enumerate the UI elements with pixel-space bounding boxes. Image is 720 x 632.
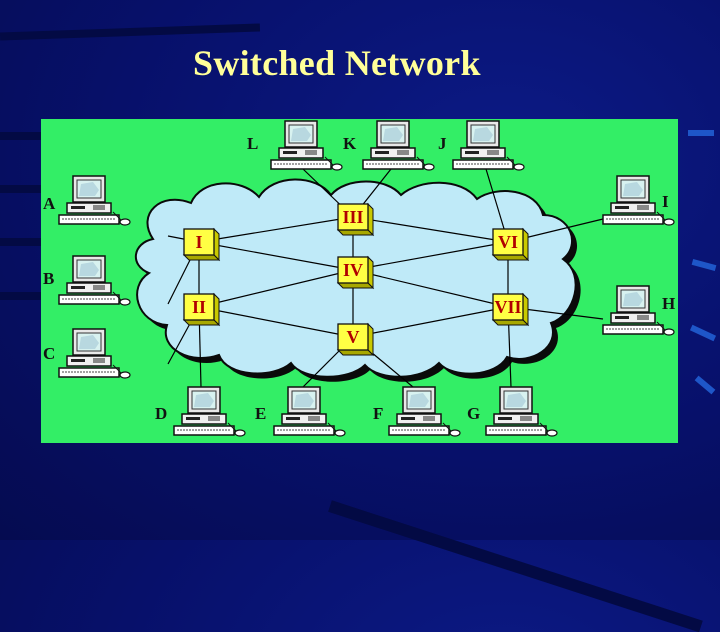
computer-icon[interactable]: F: [373, 386, 461, 437]
computer-icon[interactable]: B: [43, 255, 131, 306]
background-streak: [328, 500, 703, 632]
decor-bar: [694, 375, 716, 395]
computer-icon[interactable]: C: [43, 328, 131, 379]
computer-label: E: [255, 404, 266, 423]
network-link: [198, 241, 354, 271]
decor-bar: [691, 258, 717, 272]
network-link: [198, 216, 354, 243]
computer-icon[interactable]: E: [255, 386, 346, 437]
switch-box-icon[interactable]: IV: [336, 255, 375, 290]
slide-title: Switched Network: [193, 43, 481, 83]
computer-label: A: [43, 194, 56, 213]
computer-icon[interactable]: K: [343, 120, 435, 171]
computer-icon[interactable]: I: [602, 175, 675, 226]
network-link: [352, 269, 509, 308]
computer-label: D: [155, 404, 167, 423]
computer-label: G: [467, 404, 480, 423]
switch-box-icon[interactable]: VI: [491, 227, 530, 262]
switch-label: VI: [498, 232, 518, 252]
computer-icon[interactable]: A: [43, 175, 131, 226]
switch-box-icon[interactable]: II: [182, 292, 221, 327]
network-link: [352, 306, 509, 338]
computer-label: L: [247, 134, 258, 153]
computer-icon[interactable]: G: [467, 386, 558, 437]
background-streak: [0, 23, 261, 41]
switch-box-icon[interactable]: III: [336, 202, 375, 237]
computer-label: C: [43, 344, 55, 363]
switch-label: I: [195, 232, 202, 252]
network-link: [352, 216, 509, 243]
computer-icon[interactable]: D: [155, 386, 246, 437]
switch-label: IV: [343, 260, 363, 280]
computer-label: I: [662, 192, 669, 211]
computer-icon[interactable]: J: [438, 120, 525, 171]
background-streak: [0, 132, 48, 140]
computer-icon[interactable]: L: [247, 120, 343, 171]
background-streak: [0, 185, 48, 193]
network-link: [198, 269, 354, 308]
computer-label: B: [43, 269, 54, 288]
computer-label: H: [662, 294, 675, 313]
background-streak: [0, 238, 48, 246]
network-link: [352, 241, 509, 271]
network-link: [198, 306, 354, 338]
background-streak: [0, 292, 48, 300]
computers: A B C D E F G H I J K L: [43, 120, 675, 437]
computer-label: J: [438, 134, 447, 153]
decor-bar: [688, 130, 714, 136]
decor-bar: [689, 324, 717, 342]
switch-label: III: [342, 207, 363, 227]
computer-icon[interactable]: H: [602, 285, 675, 336]
computer-label: F: [373, 404, 383, 423]
computer-label: K: [343, 134, 357, 153]
switch-box-icon[interactable]: VII: [491, 292, 530, 327]
switch-box-icon[interactable]: I: [182, 227, 221, 262]
switch-box-icon[interactable]: V: [336, 322, 375, 357]
switch-label: VII: [494, 297, 521, 317]
switch-label: II: [192, 297, 206, 317]
switch-label: V: [347, 327, 360, 347]
